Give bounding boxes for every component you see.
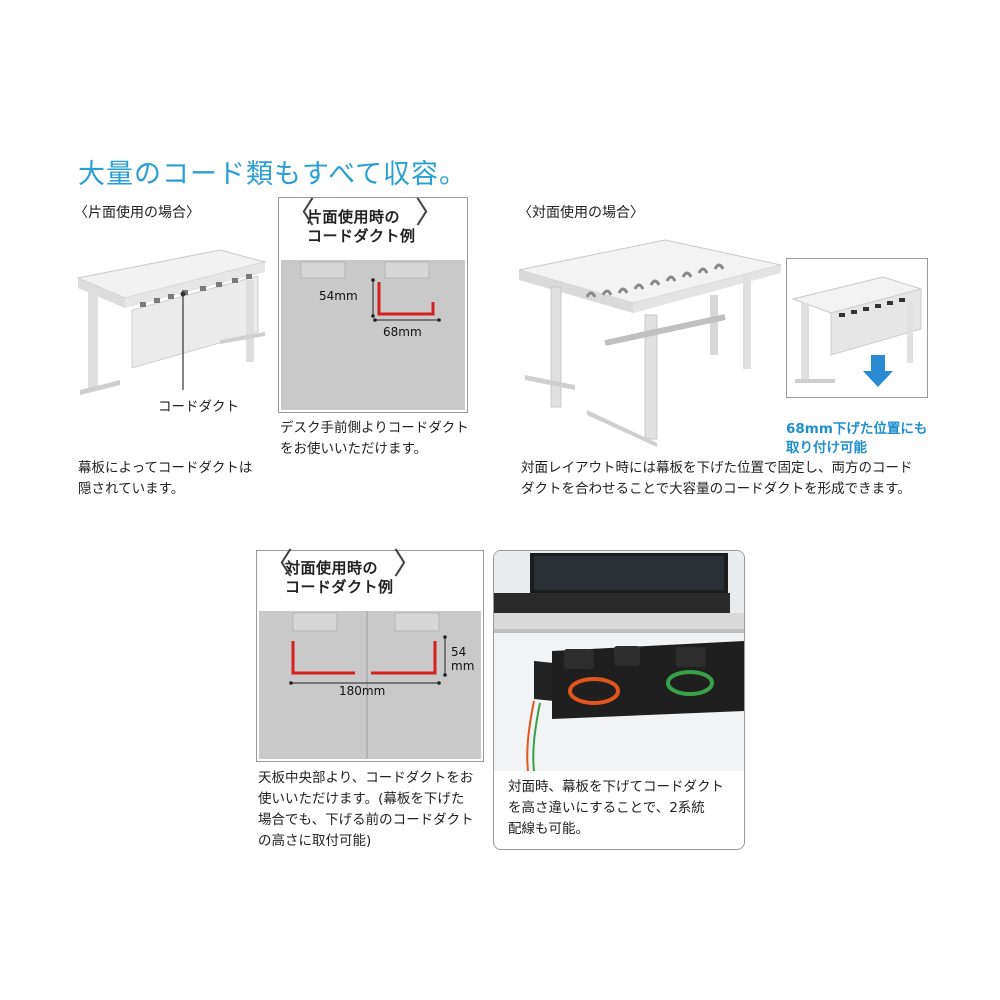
headline: 大量のコード類もすべて収容。 — [78, 159, 468, 190]
double-side-desk-image — [518, 239, 782, 447]
single-side-example-box: 〈 片面使用時の コードダクト例 〉 54mm 68mm — [278, 197, 468, 413]
single-side-heading: 〈片面使用の場合〉 — [74, 205, 200, 221]
cable-photo-caption: 対面時、幕板を下げてコードダクト を高さ違いにすることで、2系統 配線も可能。 — [508, 779, 724, 837]
single-side-caption: 幕板によってコードダクトは 隠されています。 — [78, 460, 253, 497]
single-example-diagram — [300, 261, 441, 322]
double-side-heading: 〈対面使用の場合〉 — [518, 205, 644, 221]
single-side-desk-image — [76, 249, 267, 395]
lowered-desk-image — [791, 276, 923, 387]
lowered-position-note: 68mm下げた位置にも 取り付け可能 — [786, 421, 928, 456]
single-example-caption: デスク手前側よりコードダクト をお使いいただけます。 — [280, 420, 469, 457]
double-example-caption: 天板中央部より、コードダクトをお 使いいただけます。(幕板を下げた 場合でも、下… — [258, 770, 474, 849]
cable-photo-panel: 対面時、幕板を下げてコードダクト を高さ違いにすることで、2系統 配線も可能。 — [493, 550, 745, 850]
double-example-diagram — [289, 611, 447, 759]
double-side-caption: 対面レイアウト時には幕板を下げた位置で固定し、両方のコード ダクトを合わせること… — [521, 460, 913, 497]
double-height-dim: 54 mm — [451, 645, 475, 673]
single-example-title: 〈 片面使用時の コードダクト例 〉 — [285, 196, 446, 246]
double-example-title: 〈 対面使用時の コードダクト例 〉 — [263, 547, 424, 597]
double-width-dim: 180mm — [339, 684, 386, 698]
single-height-dim: 54mm — [319, 289, 358, 303]
lowered-panel-inset — [786, 258, 928, 398]
single-width-dim: 68mm — [383, 325, 422, 339]
code-duct-label: コードダクト — [158, 399, 239, 415]
double-side-example-box: 〈 対面使用時の コードダクト例 〉 54 mm 180mm — [256, 550, 484, 762]
cable-photo-image — [494, 551, 744, 771]
